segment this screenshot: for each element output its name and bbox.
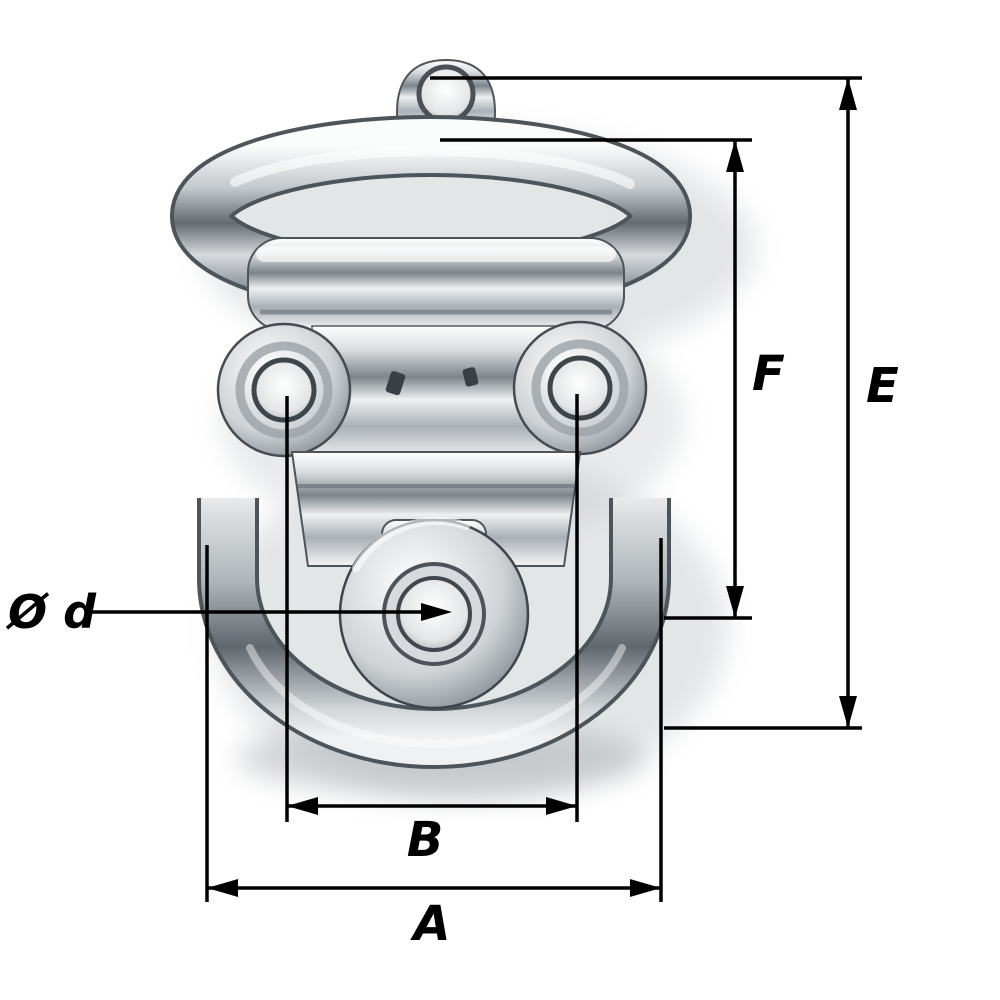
dimension-F: F: [440, 138, 785, 620]
upper-hinge-bar: [247, 237, 625, 331]
centre-boss-highlight: [352, 517, 470, 572]
dimension-label-b: B: [407, 812, 444, 868]
b-arrow-left: [287, 797, 318, 815]
e-arrow-up: [839, 78, 857, 110]
dimension-label-f: F: [752, 346, 785, 402]
a-arrow-left: [207, 879, 238, 897]
dimension-d: Ø d: [5, 585, 452, 639]
stamp-marks: [385, 367, 479, 396]
f-arrow-down: [726, 586, 744, 618]
top-ring-highlight: [230, 145, 635, 189]
d-arrow-right: [421, 603, 452, 621]
f-arrow-up: [726, 140, 744, 172]
top-tab-hole: [416, 64, 476, 124]
dimension-E: E: [430, 76, 899, 730]
pad-eye-illustration: [170, 58, 756, 800]
b-arrow-right: [546, 797, 577, 815]
upper-hinge-highlight: [256, 246, 616, 262]
a-arrow-right: [630, 879, 661, 897]
dimension-A: A: [205, 538, 663, 952]
bottom-ring-tube: [201, 498, 667, 765]
mounting-hole-left: [251, 357, 317, 423]
mounting-ear-left-rim: [235, 341, 333, 439]
mounting-ear-right-rim: [531, 339, 629, 437]
lower-hinge-body: [290, 451, 582, 567]
stamp-mark-left: [385, 371, 406, 396]
dimension-label-e: E: [866, 358, 899, 414]
e-arrow-down: [839, 696, 857, 728]
lower-hinge: [290, 451, 582, 567]
mounting-hole-right: [547, 355, 613, 421]
dimension-label-d: Ø d: [5, 585, 97, 639]
dimension-B: B: [285, 394, 579, 868]
dimension-label-a: A: [409, 896, 450, 952]
stamp-mark-right: [462, 367, 479, 387]
